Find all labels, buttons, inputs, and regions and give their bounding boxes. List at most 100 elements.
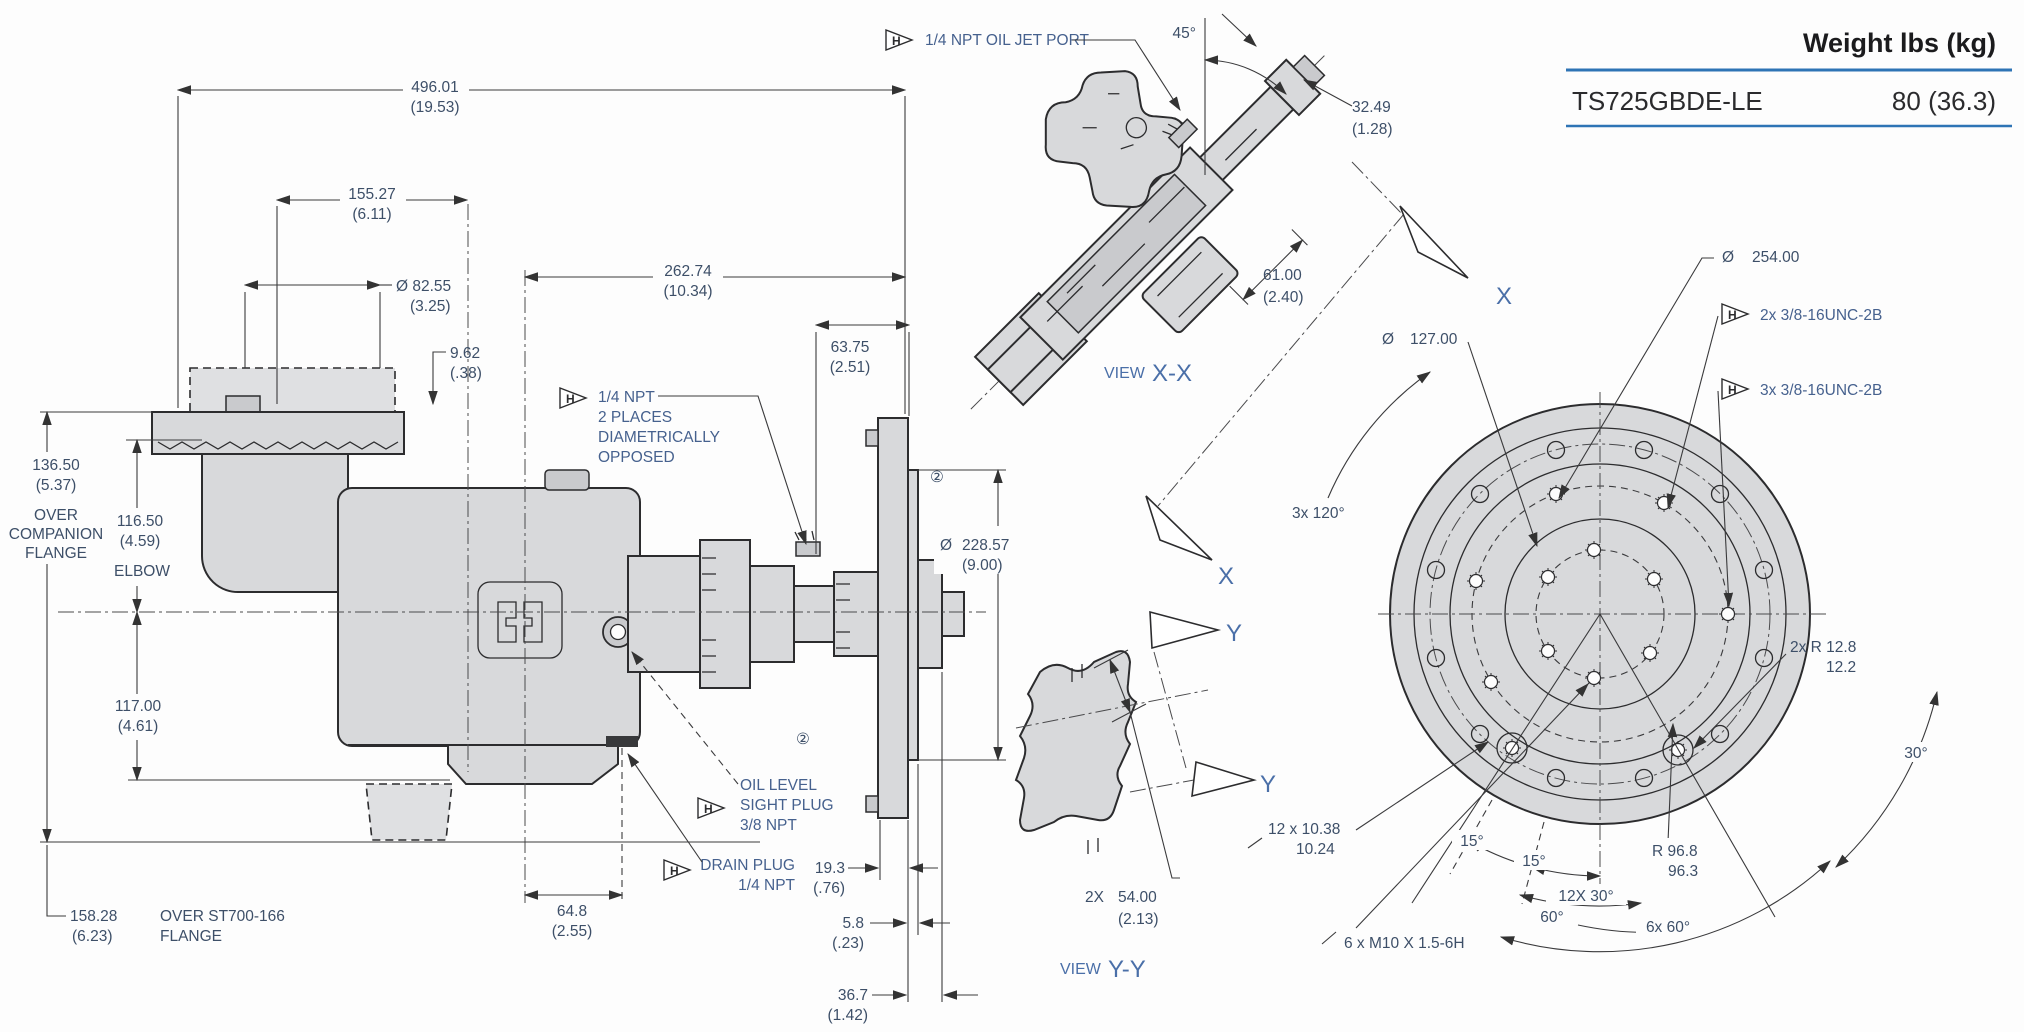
- dim-5-value: 5.8: [842, 915, 864, 932]
- view-xx-title: X-X: [1152, 360, 1192, 387]
- label-npt2-l2: 2 PLACES: [598, 409, 672, 426]
- radius-r96-l1: R 96.8: [1652, 843, 1698, 860]
- dim-54-value: 54.00: [1118, 889, 1157, 906]
- dim-32-alt: (1.28): [1352, 121, 1393, 138]
- angle-15b-label: 15°: [1522, 853, 1545, 870]
- section-label-y1: Y: [1226, 620, 1242, 647]
- dia-127-value: 127.00: [1410, 331, 1458, 348]
- thread-2x-label: 2x 3/8-16UNC-2B: [1760, 307, 1882, 324]
- sump: [348, 744, 619, 785]
- dim-9-value: 9.62: [450, 345, 480, 362]
- serration: [157, 441, 399, 450]
- drain-plug-boss: [606, 736, 638, 747]
- output-flange: [877, 417, 909, 819]
- gear-housing: [337, 487, 641, 747]
- dim-116-alt: (4.59): [120, 533, 161, 550]
- label-npt2-l4: OPPOSED: [598, 449, 675, 466]
- view-yy-title-prefix: VIEW: [1060, 961, 1102, 978]
- dia-254-prefix: Ø: [1722, 249, 1734, 266]
- dim-117-alt: (4.61): [118, 718, 159, 735]
- dim-54-alt: (2.13): [1118, 911, 1159, 928]
- radius-2xr-l2: 12.2: [1826, 659, 1856, 676]
- shaft-sleeve: [793, 585, 835, 643]
- h-flag-letter: H: [704, 802, 713, 816]
- yy-torn-section: [1014, 650, 1138, 832]
- dim-overall-alt: (19.53): [410, 99, 459, 116]
- dim-262-alt: (10.34): [663, 283, 712, 300]
- view-xx: 45° H 1/4 NPT OIL JET PORT 32.49 (1.28) …: [885, 13, 1393, 410]
- dim-116-label: ELBOW: [114, 563, 170, 580]
- angle-60-label: 60°: [1540, 909, 1563, 926]
- label-companion-l3: FLANGE: [25, 545, 87, 562]
- gear-cluster-1: [699, 539, 751, 689]
- dim-12x-l1: 12 x 10.38: [1268, 821, 1340, 838]
- dim-228-prefix: Ø: [940, 537, 952, 554]
- dim-32-value: 32.49: [1352, 99, 1391, 116]
- dim-9-alt: (.38): [450, 365, 482, 382]
- label-st700-l1: OVER ST700-166: [160, 908, 285, 925]
- section-arrow-x2-icon: [1145, 495, 1213, 561]
- dim-19-alt: (.76): [813, 880, 845, 897]
- dim-5-alt: (.23): [832, 935, 864, 952]
- dim-136-value: 136.50: [32, 457, 80, 474]
- dim-158-alt: (6.23): [72, 928, 113, 945]
- side-view-dimensions: 496.01 (19.53) 155.27 (6.11) Ø 82.55 (3.…: [8, 76, 1026, 1024]
- dim-63-alt: (2.51): [830, 359, 871, 376]
- angle-45-label: 45°: [1173, 25, 1196, 42]
- dim-61-value: 61.00: [1263, 267, 1302, 284]
- weight-table-model: TS725GBDE-LE: [1572, 86, 1763, 116]
- h-flag-letter: H: [1728, 383, 1737, 397]
- flange-bolt-top: [865, 429, 879, 447]
- label-npt2-l3: DIAMETRICALLY: [598, 429, 720, 446]
- sump-hidden: [365, 783, 453, 841]
- section-label-x2: X: [1218, 563, 1234, 590]
- view-xx-title-prefix: VIEW: [1104, 365, 1146, 382]
- adapter-housing: [627, 555, 701, 673]
- label-companion-l1: OVER: [34, 507, 78, 524]
- shaft-stub: [941, 591, 965, 637]
- section-label-y2: Y: [1260, 771, 1276, 798]
- dim-155-alt: (6.11): [352, 206, 391, 223]
- radius-2xr-l1: 2x R 12.8: [1790, 639, 1856, 656]
- label-st700-l2: FLANGE: [160, 928, 222, 945]
- label-oil-level-l2: SIGHT PLUG: [740, 797, 834, 814]
- dim-155-value: 155.27: [348, 186, 395, 203]
- section-arrow-y1-icon: [1149, 610, 1222, 650]
- dim-82-alt: (3.25): [410, 298, 451, 315]
- dim-228-value: 228.57: [962, 537, 1009, 554]
- gear-cluster-2: [833, 571, 881, 657]
- dim-54-qty: 2X: [1085, 889, 1105, 906]
- dim-116-value: 116.50: [117, 513, 164, 530]
- h-flag-letter: H: [892, 34, 901, 48]
- label-oil-level-l3: 3/8 NPT: [740, 817, 797, 834]
- label-oil-jet: 1/4 NPT OIL JET PORT: [925, 32, 1089, 49]
- h-flag-letter: H: [566, 392, 575, 406]
- flange-bolt-bottom: [865, 795, 879, 813]
- flag-note-2b: ②: [796, 731, 810, 748]
- dim-overall-value: 496.01: [411, 79, 458, 96]
- end-view: X X Y Y Ø 254.00 H 2x 3/8-16UNC-2B H 3x …: [1129, 161, 1939, 953]
- elbow-body: [200, 453, 349, 594]
- section-arrow-x1-icon: [1399, 205, 1469, 279]
- pilot-disc: [907, 469, 919, 761]
- gear-spacer: [749, 565, 795, 663]
- flange-tab: [225, 395, 261, 413]
- dim-158-value: 158.28: [70, 908, 117, 925]
- weight-table-header: Weight lbs (kg): [1803, 28, 1996, 58]
- dim-36-alt: (1.42): [828, 1007, 869, 1024]
- dia-127-prefix: Ø: [1382, 331, 1394, 348]
- weight-table: Weight lbs (kg) TS725GBDE-LE 80 (36.3): [1566, 28, 2012, 128]
- dim-63-value: 63.75: [831, 339, 870, 356]
- breather-boss: [544, 469, 590, 491]
- hub: [917, 559, 943, 669]
- dim-12x-l2: 10.24: [1296, 841, 1335, 858]
- angle-6x60-label: 6x 60°: [1646, 919, 1690, 936]
- angle-3x120-label: 3x 120°: [1292, 505, 1345, 522]
- dim-82-value: Ø 82.55: [396, 278, 451, 295]
- dim-61-alt: (2.40): [1263, 289, 1304, 306]
- dim-228-alt: (9.00): [962, 557, 1003, 574]
- view-yy: 2X 54.00 (2.13) VIEW Y-Y: [1014, 649, 1209, 983]
- section-arrow-y2-icon: [1191, 760, 1257, 798]
